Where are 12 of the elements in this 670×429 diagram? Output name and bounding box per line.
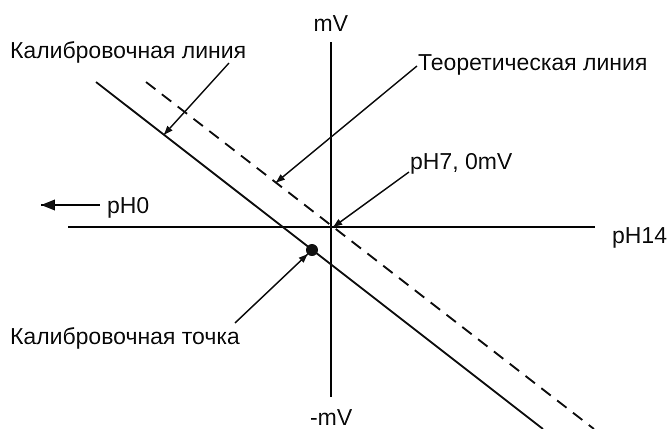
callout-label: Теоретическая линия bbox=[418, 49, 648, 75]
leader-line bbox=[275, 65, 418, 184]
callout-label: pH7, 0mV bbox=[410, 148, 512, 174]
leader-line bbox=[234, 254, 308, 324]
callout-label: Калибровочная точка bbox=[10, 323, 240, 349]
axis-label: -mV bbox=[310, 404, 352, 429]
leader-line bbox=[332, 171, 410, 228]
leader-line bbox=[163, 62, 230, 136]
callout-label: Калибровочная линия bbox=[10, 37, 246, 63]
axis-label: mV bbox=[314, 10, 348, 36]
axis-label: pH0 bbox=[107, 192, 150, 218]
axis-label: pH14 bbox=[612, 222, 667, 248]
